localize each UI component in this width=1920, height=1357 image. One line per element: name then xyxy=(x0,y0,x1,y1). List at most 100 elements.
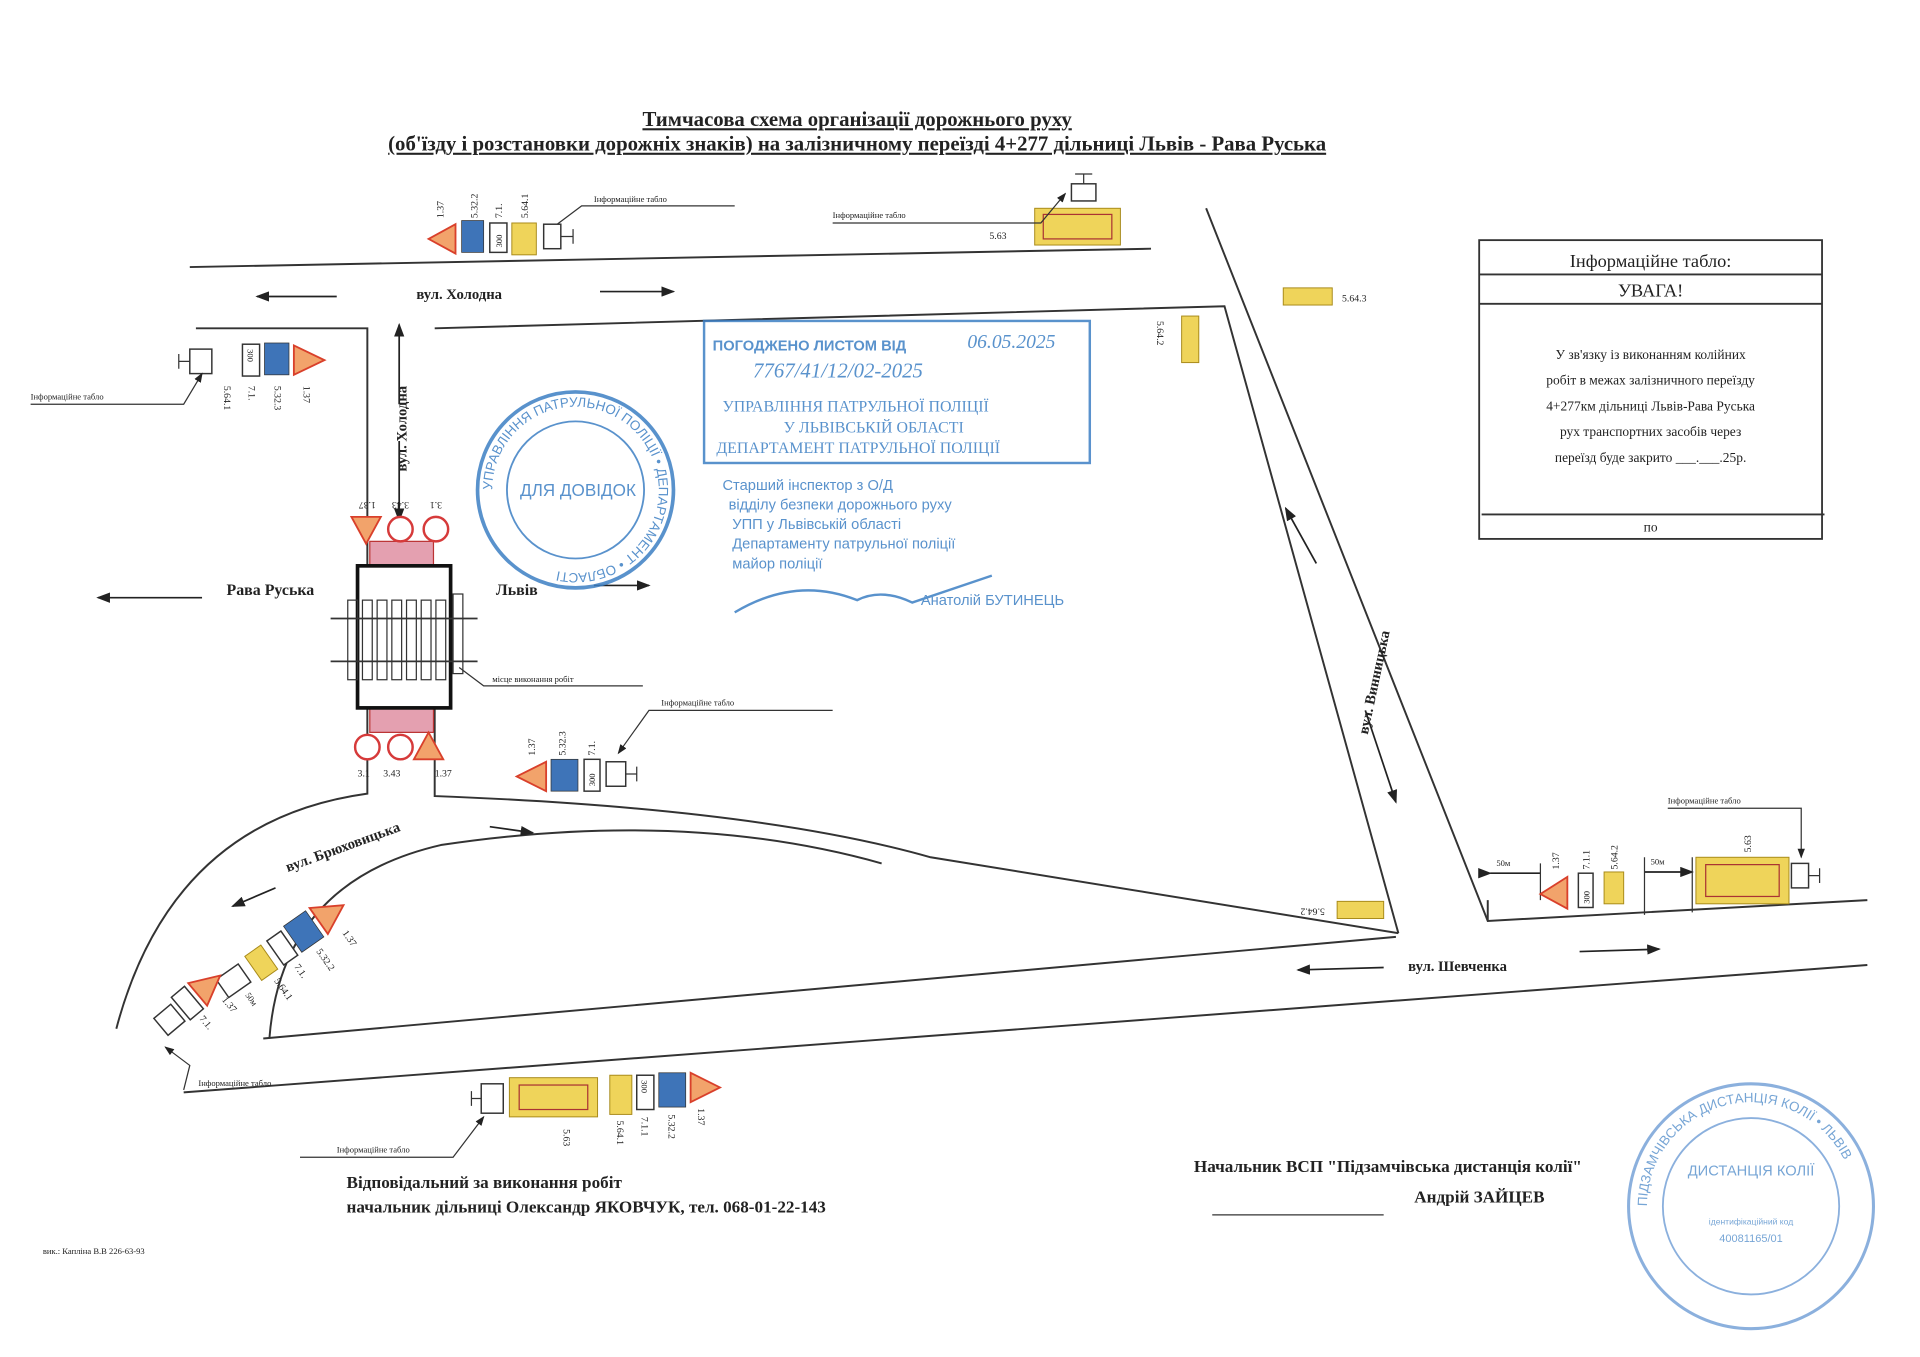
label-sign-groups-bryukhovytska-a-1: 7.1. xyxy=(292,962,309,980)
info-board-box: Інформаційне табло: УВАГА! У зв'язку із … xyxy=(1478,239,1825,540)
label-stamp-police-pos3: УПП у Львівській області xyxy=(732,517,901,533)
label-sign-groups-left-0: 5.64.1 xyxy=(221,386,232,411)
label-stamp-police-pos1: Старший інспектор з О/Д xyxy=(722,478,893,494)
label-stamp-railway-center: ДИСТАНЦІЯ КОЛІЇ xyxy=(1688,1163,1816,1180)
label-stamp-police-pos4: Департаменту патрульної поліції xyxy=(732,537,955,553)
label-sign-groups-plate-300: 300 xyxy=(494,235,504,248)
label-stamp-police-org2: У ЛЬВІВСЬКІЙ ОБЛАСТІ xyxy=(784,417,964,436)
label-stamp-police-round-center: ДЛЯ ДОВІДОК xyxy=(520,480,636,500)
street-bryukhovytska: вул. Брюховицька xyxy=(284,819,403,875)
railway-stamp: ПІДЗАМЧІВСЬКА ДИСТАНЦІЯ КОЛІЇ • ЛЬВІВ ДИ… xyxy=(1627,1082,1875,1331)
label-sign-groups-shevchenka-right-3: 5.63 xyxy=(1743,835,1754,852)
sign-5-64-2-bottom: 5.64.2 xyxy=(1300,900,1385,919)
label-info-box-lines-2: 4+277км дільниці Львів-Рава Руська xyxy=(1546,398,1755,413)
label-stamp-railway-code-label: ідентифікаційний код xyxy=(1709,1217,1793,1227)
sign-group-left: 5.64.1 7.1. 5.32.3 1.37 300 xyxy=(178,342,327,411)
label-distances-d2: 50м xyxy=(1651,857,1666,867)
sign-5-64-3: 5.64.3 xyxy=(1282,287,1367,306)
label-sign-groups-vynnytska-top-0: 5.64.2 xyxy=(1154,321,1165,346)
sign-5-64-2-top: 5.64.2 xyxy=(1154,315,1200,364)
label-sign-groups-bottom-2: 7.1.1 xyxy=(639,1117,650,1137)
label-sign-groups-bryukhovytska-a-3: 1.37 xyxy=(340,928,359,948)
label-sign-groups-crossing-top-1: 3.43 xyxy=(392,499,409,510)
label-stamp-police-number: 7767/41/12/02-2025 xyxy=(753,358,923,382)
label-stamp-police-pos5: майор поліції xyxy=(732,556,822,572)
label-sign-groups-shevchenka-right-0: 1.37 xyxy=(1551,852,1562,869)
label-stamp-police-name: Анатолій БУТИНЕЦЬ xyxy=(921,593,1064,609)
label-sign-groups-vynnytska-bottom-0: 5.64.2 xyxy=(1300,906,1325,917)
title-line-2: (об'їзду і розстановки дорожніх знаків) … xyxy=(388,132,1327,156)
info-board-leader-5 xyxy=(164,1046,191,1091)
label-stamp-police-date: 06.05.2025 xyxy=(967,332,1055,353)
responsible-line-1: Відповідальний за виконання робіт xyxy=(347,1173,623,1192)
label-sign-groups-left-2: 5.32.3 xyxy=(271,386,282,411)
label-sign-groups-top-left-2: 7.1. xyxy=(494,203,505,218)
info-board-label-6: Інформаційне табло xyxy=(337,1144,410,1154)
traffic-direction-arrows xyxy=(96,286,1661,975)
label-sign-groups-right-top-0: 5.64.3 xyxy=(1342,293,1367,304)
label-sign-groups-bryukhovytska-a-2: 5.32.2 xyxy=(314,947,337,973)
label-sign-groups-plate-300: 300 xyxy=(245,349,255,362)
label-sign-groups-crossing-right-2: 7.1. xyxy=(587,741,598,756)
info-board-leader-1 xyxy=(556,205,735,225)
label-sign-groups-crossing-bottom-0: 3.1 xyxy=(358,768,370,779)
street-vynnytska: вул. Винницька xyxy=(1356,629,1394,736)
label-sign-groups-top-center-0: 5.63 xyxy=(989,231,1006,242)
street-holodna-vertical: вул. Холодна xyxy=(395,385,411,471)
label-stamp-police-pos2: відділу безпеки дорожнього руху xyxy=(729,498,953,514)
label-sign-groups-plate-300: 300 xyxy=(1581,891,1591,904)
label-stamp-police-approved: ПОГОДЖЕНО ЛИСТОМ ВІД xyxy=(713,338,907,354)
info-board-leader-7 xyxy=(1667,807,1805,859)
info-board-leader-2 xyxy=(832,192,1067,224)
sign-group-crossing-right: 1.37 5.32.3 7.1. 300 xyxy=(514,731,638,793)
sign-group-top-center: 5.63 xyxy=(989,173,1121,246)
chief-line-2: Андрій ЗАЙЦЕВ xyxy=(1414,1188,1544,1207)
police-approval-stamp: УПРАВЛІННЯ ПАТРУЛЬНОЇ ПОЛІЦІЇ • ДЕПАРТАМ… xyxy=(475,319,1092,614)
label-stamp-police-org3: ДЕПАРТАМЕНТ ПАТРУЛЬНОЇ ПОЛІЦІЇ xyxy=(716,439,1000,457)
label-info-box-lines-1: робіт в межах залізничного переїзду xyxy=(1546,373,1755,388)
info-board-header: Інформаційне табло: xyxy=(1570,251,1732,271)
direction-lviv: Львів xyxy=(496,582,538,599)
info-board-label-7: Інформаційне табло xyxy=(1668,795,1741,805)
label-sign-groups-left-3: 1.37 xyxy=(301,386,312,403)
sign-group-top-left: 1.37 5.32.2 7.1. 5.64.1 300 xyxy=(426,194,574,256)
work-place-label: місце виконання робіт xyxy=(492,674,574,684)
sign-group-bottom: 5.63 5.64.1 7.1.1 5.32.2 1.37 300 xyxy=(470,1071,723,1146)
label-sign-groups-crossing-bottom-2: 1.37 xyxy=(435,768,452,779)
label-info-box-lines-4: переїзд буде закрито ___.___.25р. xyxy=(1555,450,1746,465)
title-line-1: Тимчасова схема організації дорожнього р… xyxy=(642,107,1072,131)
direction-rava-ruska: Рава Руська xyxy=(227,582,315,599)
info-board-label-4: Інформаційне табло xyxy=(661,697,734,707)
work-place-leader-line xyxy=(458,666,643,687)
label-info-box-lines-0: У зв'язку із виконанням колійних xyxy=(1555,347,1746,362)
label-sign-groups-bryukhovytska-b-1: 7.1. xyxy=(197,1014,215,1032)
label-distances-d3: 50м xyxy=(243,990,260,1008)
label-info-box-footer: по xyxy=(1644,520,1658,535)
label-sign-groups-bottom-3: 5.32.2 xyxy=(666,1114,677,1139)
info-board-attention: УВАГА! xyxy=(1618,280,1683,300)
label-sign-groups-bryukhovytska-b-0: 1.37 xyxy=(219,995,238,1015)
railway-crossing xyxy=(330,540,478,733)
label-sign-groups-bottom-1: 5.64.1 xyxy=(614,1121,625,1146)
sign-group-shevchenka: 50м 50м 1.37 7.1.1 5.64.2 5.63 300 xyxy=(1490,835,1821,915)
label-sign-groups-crossing-right-0: 1.37 xyxy=(527,738,538,755)
footnote: вик.: Капліна В.В 226-63-93 xyxy=(43,1246,145,1256)
info-board-label-2: Інформаційне табло xyxy=(833,210,906,220)
label-sign-groups-left-1: 7.1. xyxy=(246,386,257,401)
street-shevchenka: вул. Шевченка xyxy=(1408,959,1508,975)
label-stamp-railway-code: 40081165/01 xyxy=(1719,1233,1783,1245)
crossing-top-signs: 1.37 3.43 3.1 xyxy=(349,499,450,546)
sign-group-bryukhovytska: 5.64.1 7.1. 5.32.2 1.37 50м xyxy=(215,904,359,1008)
label-distances-d1: 50м xyxy=(1496,858,1511,868)
info-board-label-1: Інформаційне табло xyxy=(594,194,667,204)
label-sign-groups-crossing-top-2: 3.1 xyxy=(430,499,442,510)
label-sign-groups-shevchenka-right-2: 5.64.2 xyxy=(1610,845,1621,870)
label-sign-groups-crossing-bottom-1: 3.43 xyxy=(383,768,400,779)
info-board-leader-3 xyxy=(30,372,203,405)
info-board-label-5: Інформаційне табло xyxy=(198,1078,271,1088)
label-sign-groups-bottom-0: 5.63 xyxy=(560,1129,571,1146)
responsible-line-2: начальник дільниці Олександр ЯКОВЧУК, те… xyxy=(347,1197,826,1216)
label-sign-groups-plate-300: 300 xyxy=(640,1080,650,1093)
label-sign-groups-top-left-0: 1.37 xyxy=(435,201,446,218)
